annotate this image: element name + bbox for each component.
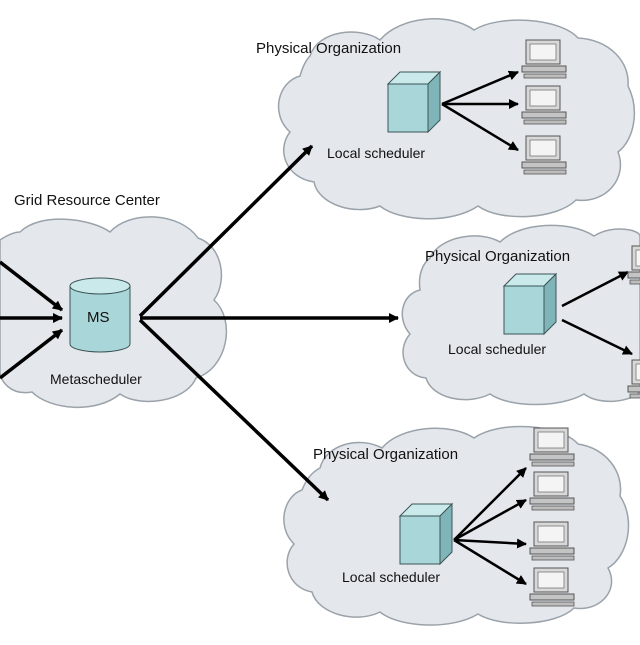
computer-icon xyxy=(521,39,567,79)
org-2-title: Physical Organization xyxy=(425,248,571,265)
org-1-title: Physical Organization xyxy=(256,40,402,57)
org-3-title: Physical Organization xyxy=(313,446,459,463)
computer-icon xyxy=(521,135,567,175)
org-1-scheduler-label: Local scheduler xyxy=(327,145,426,161)
metascheduler-caption: Metascheduler xyxy=(50,371,142,387)
computers xyxy=(521,39,640,607)
scheduler-box-icon-1 xyxy=(386,70,442,134)
computer-icon xyxy=(529,567,575,607)
org-2-scheduler-label: Local scheduler xyxy=(448,341,547,357)
dispatch-arrows xyxy=(138,144,399,502)
scheduler-box-icon-2 xyxy=(502,272,558,336)
grid-resource-center-title: Grid Resource Center xyxy=(14,192,160,209)
computer-icon xyxy=(529,471,575,511)
computer-icon xyxy=(529,427,575,467)
computer-icon xyxy=(627,359,640,399)
incoming-arrows xyxy=(0,260,64,380)
org-3-scheduler-label: Local scheduler xyxy=(342,569,441,585)
computer-icon xyxy=(529,521,575,561)
metascheduler-node-label: MS xyxy=(87,309,110,326)
scheduler-arrows xyxy=(441,70,633,586)
computer-icon xyxy=(627,245,640,285)
computer-icon xyxy=(521,85,567,125)
scheduler-box-icon-3 xyxy=(398,502,454,566)
metascheduler-cylinder-icon xyxy=(69,277,131,353)
